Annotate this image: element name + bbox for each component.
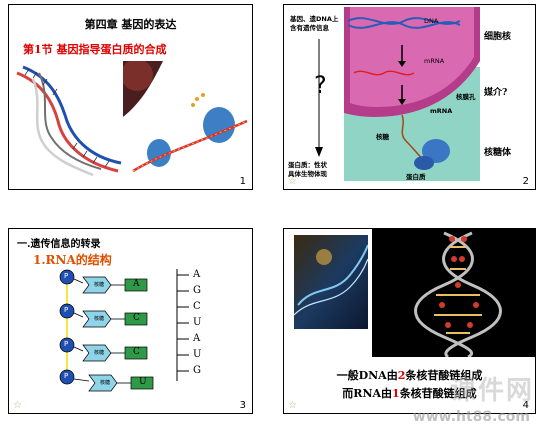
star-icon: ☆	[288, 400, 297, 411]
phosphate-label: P	[64, 372, 69, 380]
medium-label: 媒介?	[484, 88, 508, 98]
mrna-label-2: mRNA	[430, 107, 453, 115]
dna-sentence-part: 一般DNA由	[336, 369, 398, 382]
page-number: 3	[239, 400, 246, 411]
slide-2[interactable]: 基因、遗DNA上 含有遗传信息 ? 蛋白质：性状 具体生物体现 DNA mRNA…	[283, 4, 536, 190]
rna-strand-sentence: 而RNA由1条核苷酸链组成	[284, 385, 535, 401]
cell-diagram	[344, 7, 480, 181]
sugar-label: 核糖	[94, 350, 105, 356]
strand-letter: U	[193, 317, 202, 328]
left-text-2: 含有遗传信息	[290, 24, 329, 32]
rna-structure-heading: 1.RNA的结构	[33, 253, 112, 267]
slide-1[interactable]: 第四章 基因的表达 第1节 基因指导蛋白质的合成 1	[8, 4, 253, 190]
slide-3[interactable]: 一.遗传信息的转录 1.RNA的结构	[8, 228, 253, 414]
page-number: 4	[522, 400, 529, 411]
strand-letter: G	[193, 285, 201, 296]
question-mark: ?	[314, 71, 327, 99]
strand-letter: G	[193, 365, 201, 376]
watermark-url: www.ht88.com	[412, 409, 530, 425]
dna-photo-left	[294, 235, 368, 329]
strand-letter: C	[193, 301, 201, 312]
phosphate-label: P	[64, 306, 69, 314]
translation-illustration	[123, 61, 249, 185]
left-text-3: 蛋白质：性状	[288, 161, 327, 169]
rna-strand-count: 1	[392, 387, 400, 400]
ribosome-small-label: 核糖	[376, 133, 389, 141]
ribosome-label: 核糖体	[484, 148, 512, 158]
protein-label: 蛋白质	[406, 173, 426, 181]
strand-letter: A	[193, 269, 201, 280]
slide-4[interactable]: 一般DNA由2条核苷酸链组成 而RNA由1条核苷酸链组成 ☆ 4	[283, 228, 536, 414]
transcription-heading: 一.遗传信息的转录	[17, 239, 101, 250]
star-icon: ☆	[13, 400, 22, 411]
slide-1-title: 第四章 基因的表达	[84, 18, 177, 31]
dna-strand-sentence: 一般DNA由2条核苷酸链组成	[284, 367, 535, 383]
phosphate-label: P	[64, 272, 69, 280]
dna-strand-count: 2	[397, 369, 406, 382]
page-number: 1	[239, 176, 246, 187]
strand-letter: A	[193, 333, 201, 344]
mrna-label: mRNA	[424, 57, 445, 65]
dna-label: DNA	[424, 17, 439, 25]
rna-sentence-part: 条核苷酸链组成	[399, 387, 477, 400]
star-icon: ☆	[288, 176, 297, 187]
dna-unwinding-illustration	[16, 65, 122, 177]
sugar-label: 核糖	[94, 316, 105, 322]
rna-structure-diagram	[59, 269, 189, 392]
base-label: A	[133, 279, 140, 289]
strand-letter: U	[193, 349, 202, 360]
sugar-label: 核糖	[94, 282, 105, 288]
left-text-1: 基因、遗DNA上	[290, 15, 339, 23]
dna-helix-photo	[372, 229, 535, 357]
down-arrow	[315, 39, 323, 157]
sugar-label: 核糖	[100, 380, 111, 386]
watermark-text: 课件网	[449, 376, 534, 406]
slide-1-subtitle: 第1节 基因指导蛋白质的合成	[23, 43, 167, 56]
base-label: C	[133, 313, 140, 323]
rna-sentence-part: 而RNA由	[342, 387, 393, 400]
left-text-4: 具体生物体现	[288, 170, 327, 178]
base-label: U	[139, 377, 147, 387]
page-number: 2	[522, 176, 529, 187]
base-label: C	[133, 347, 140, 357]
phosphate-label: P	[64, 340, 69, 348]
dna-sentence-part: 条核苷酸链组成	[405, 369, 483, 382]
nuclear-pore-label: 核膜孔	[456, 93, 476, 101]
nucleus-label: 细胞核	[484, 32, 512, 42]
